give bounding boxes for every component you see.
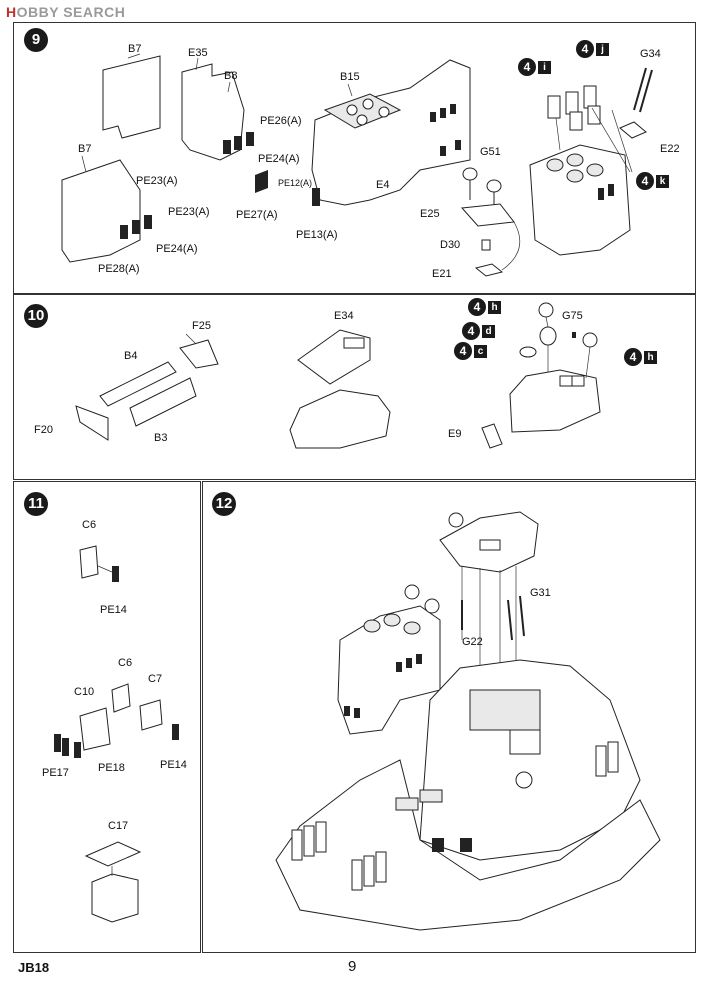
part-c-part <box>519 346 537 358</box>
label-e25: E25 <box>420 208 440 220</box>
part-mast-tower <box>337 605 441 735</box>
part-b3 <box>129 377 197 427</box>
label-e4: E4 <box>376 179 390 191</box>
label-b8: B8 <box>224 70 238 82</box>
part-c10 <box>79 707 111 751</box>
label-pe12: PE12(A) <box>278 178 313 188</box>
part-d30 <box>481 239 491 251</box>
label-f20: F20 <box>34 424 53 436</box>
label-pe13: PE13(A) <box>296 229 338 241</box>
label-pe14-top: PE14 <box>100 604 127 616</box>
part-g51-b <box>486 179 502 193</box>
part-dome-d <box>539 326 557 346</box>
part-c17-base <box>91 873 139 923</box>
part-g75 <box>572 332 576 338</box>
part-g51-a <box>462 167 478 181</box>
part-g34 <box>633 67 647 111</box>
label-c7: C7 <box>148 673 163 685</box>
part-b4 <box>99 361 177 407</box>
part-dome-j <box>583 85 597 109</box>
label-pe23a-top: PE23(A) <box>136 175 178 187</box>
part-c17 <box>84 841 142 867</box>
part-e21 <box>474 263 504 277</box>
label-g22: G22 <box>462 636 483 648</box>
label-c6-mid: C6 <box>118 657 133 669</box>
part-e22 <box>619 121 647 139</box>
part-c7 <box>139 699 163 731</box>
part-b7-lower <box>61 159 141 263</box>
label-g75: G75 <box>562 310 583 322</box>
part-pe18 <box>74 742 81 758</box>
part-pe14-a <box>112 566 119 582</box>
label-b3: B3 <box>154 432 168 444</box>
part-g31 <box>507 599 513 641</box>
label-e21: E21 <box>432 268 452 280</box>
label-b7-top: B7 <box>128 43 142 55</box>
part-pe13 <box>312 188 320 206</box>
part-dome-i <box>547 95 561 119</box>
part-b7-top <box>102 55 161 139</box>
label-c10: C10 <box>74 686 95 698</box>
part-dome-h2 <box>582 332 598 348</box>
label-pe26: PE26(A) <box>260 115 302 127</box>
label-f25: F25 <box>192 320 211 332</box>
kit-code: JB18 <box>18 960 50 975</box>
part-pe27 <box>255 170 268 193</box>
part-dome-h1 <box>538 302 554 318</box>
step-number-9: 9 <box>24 28 48 52</box>
label-e35: E35 <box>188 47 208 59</box>
part-b15 <box>311 59 471 206</box>
part-f25 <box>179 339 219 369</box>
part-e34-hull <box>289 389 391 449</box>
label-g51: G51 <box>480 146 501 158</box>
label-e9: E9 <box>448 428 462 440</box>
part-c6-a <box>79 545 99 579</box>
watermark-logo: HOBBY SEARCH <box>6 4 126 20</box>
label-pe14-mid: PE14 <box>160 759 187 771</box>
label-pe17: PE17 <box>42 767 69 779</box>
label-pe28: PE28(A) <box>98 263 140 275</box>
label-pe27: PE27(A) <box>236 209 278 221</box>
part-mast-top <box>529 144 631 256</box>
part-c6-b <box>111 683 131 713</box>
label-d30: D30 <box>440 239 461 251</box>
label-b7-lower: B7 <box>78 143 92 155</box>
step-number-10: 10 <box>24 304 48 328</box>
label-pe18: PE18 <box>98 762 125 774</box>
label-b4: B4 <box>124 350 138 362</box>
part-hull-deck <box>275 759 661 931</box>
part-pe17 <box>54 734 61 752</box>
label-e22: E22 <box>660 143 680 155</box>
label-b15: B15 <box>340 71 360 83</box>
part-e25 <box>460 203 515 227</box>
label-pe24a-top: PE24(A) <box>258 153 300 165</box>
part-e9 <box>481 423 503 449</box>
label-c6-top: C6 <box>82 519 97 531</box>
label-e34: E34 <box>334 310 354 322</box>
label-c17: C17 <box>108 820 129 832</box>
label-g31: G31 <box>530 587 551 599</box>
step-number-12: 12 <box>212 492 236 516</box>
part-f20 <box>75 405 109 441</box>
step-number-11: 11 <box>24 492 48 516</box>
label-pe23a-lower: PE23(A) <box>168 206 210 218</box>
page-number: 9 <box>348 958 357 975</box>
label-g34: G34 <box>640 48 661 60</box>
label-pe24a-lower: PE24(A) <box>156 243 198 255</box>
part-e9-deck <box>509 369 601 433</box>
part-pe14-b <box>172 724 179 740</box>
part-launchers <box>291 741 619 891</box>
